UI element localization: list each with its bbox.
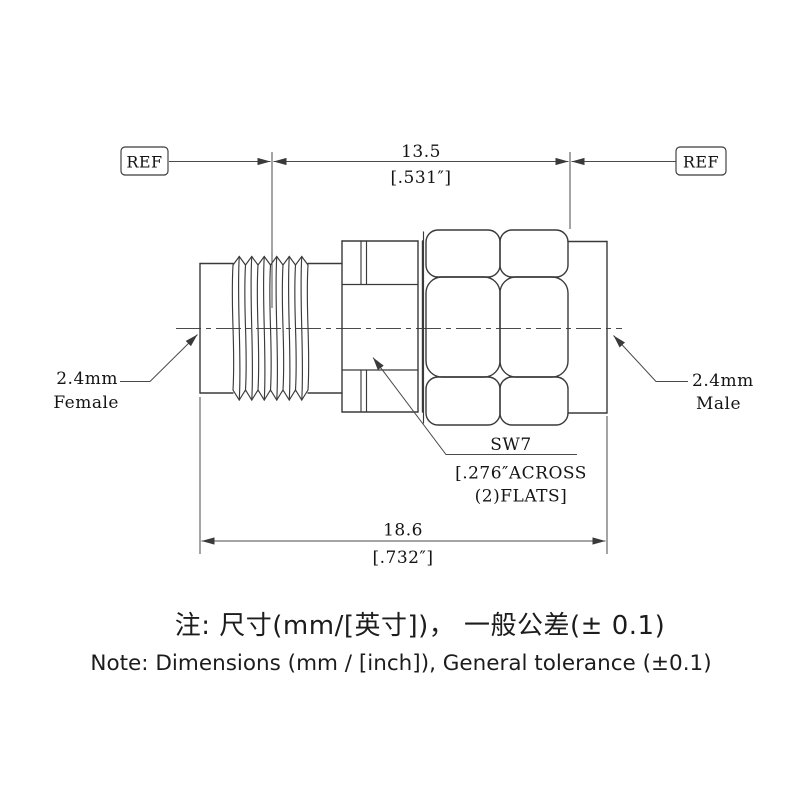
thread-line — [256, 264, 260, 391]
ref-box-left — [120, 146, 169, 176]
dimension-top: 13.5 [.531″] REF REF — [120, 142, 727, 308]
female-gender-label: Female — [53, 393, 119, 413]
sw7-flats-label: (2)FLATS] — [475, 487, 568, 507]
male-size-label: 2.4mm — [692, 371, 754, 391]
thread-line — [262, 255, 266, 401]
female-callout: 2.4mm Female — [53, 334, 198, 413]
thread-line — [306, 264, 310, 391]
thread-line — [281, 264, 285, 391]
male-gender-label: Male — [696, 394, 741, 414]
thread-line — [244, 264, 247, 391]
male-callout: 2.4mm Male — [613, 335, 754, 414]
barrel-grooves — [360, 240, 368, 413]
male-end-body — [567, 240, 608, 414]
sw7-leader-line — [372, 357, 577, 455]
male-leader-line — [613, 335, 688, 382]
thread-line — [294, 264, 297, 391]
thread-line — [269, 264, 272, 391]
dim-bottom-mm-label: 18.6 — [383, 521, 423, 541]
thread-line — [275, 255, 279, 401]
dimension-bottom: 18.6 [.732″] — [199, 397, 608, 568]
thread-line — [232, 255, 309, 266]
wrench-flats-callout: SW7 [.276″ACROSS (2)FLATS] — [372, 357, 587, 507]
ref-box-right — [675, 146, 727, 176]
female-size-label: 2.4mm — [56, 369, 118, 389]
female-end-body — [199, 262, 343, 394]
thread-line — [250, 255, 254, 401]
wrench-flats-barrel — [341, 240, 424, 413]
thread-line — [287, 255, 291, 401]
thread-line — [237, 255, 241, 401]
dim-top-inch-label: [.531″] — [391, 168, 452, 188]
sw7-code-label: SW7 — [490, 435, 531, 455]
ref-label-right: REF — [683, 153, 719, 172]
female-leader-line — [120, 334, 198, 382]
dim-top-mm-label: 13.5 — [401, 142, 441, 162]
female-thread — [231, 255, 310, 402]
thread-line — [232, 388, 309, 402]
dim-bottom-inch-label: [.732″] — [373, 548, 434, 568]
note-chinese: 注: 尺寸(mm/[英寸])， 一般公差(± 0.1) — [175, 611, 665, 641]
thread-line — [231, 264, 235, 391]
note-english: Note: Dimensions (mm / [inch]), General … — [90, 651, 711, 676]
hex-nut-body — [422, 229, 569, 426]
notes-block: 注: 尺寸(mm/[英寸])， 一般公差(± 0.1) Note: Dimens… — [90, 611, 711, 676]
ref-label-left: REF — [126, 153, 162, 172]
thread-line — [300, 255, 304, 401]
sw7-inch-label: [.276″ACROSS — [455, 464, 587, 484]
